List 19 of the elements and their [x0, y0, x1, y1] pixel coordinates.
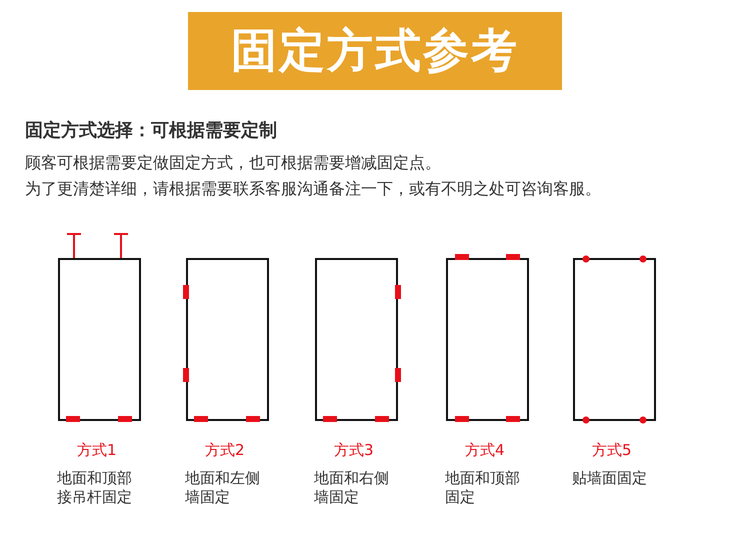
- method-description: 地面和右侧墙固定: [314, 469, 390, 507]
- cabinet-outline: [315, 258, 398, 421]
- method-description: 贴墙面固定: [572, 469, 648, 488]
- method-label: 方式5: [592, 441, 632, 460]
- note-text: 为了更清楚详细，请根据需要联系客服沟通备注一下，或有不明之处可咨询客服。: [25, 179, 601, 200]
- section-heading: 固定方式选择：可根据需要定制: [25, 119, 277, 142]
- method-label: 方式4: [465, 441, 505, 460]
- method-description: 地面和左侧墙固定: [185, 469, 261, 507]
- cabinet-outline: [573, 258, 656, 421]
- method-label: 方式2: [205, 441, 245, 460]
- cabinet-outline: [446, 258, 529, 421]
- method-label: 方式1: [77, 441, 117, 460]
- method-description: 地面和顶部固定: [445, 469, 521, 507]
- cabinet-outline: [186, 258, 269, 421]
- cabinet-outline: [58, 258, 141, 421]
- method-description: 地面和顶部接吊杆固定: [57, 469, 133, 507]
- note-text: 顾客可根据需要定做固定方式，也可根据需要增减固定点。: [25, 153, 441, 174]
- title-banner: 固定方式参考: [188, 12, 562, 90]
- method-label: 方式3: [334, 441, 374, 460]
